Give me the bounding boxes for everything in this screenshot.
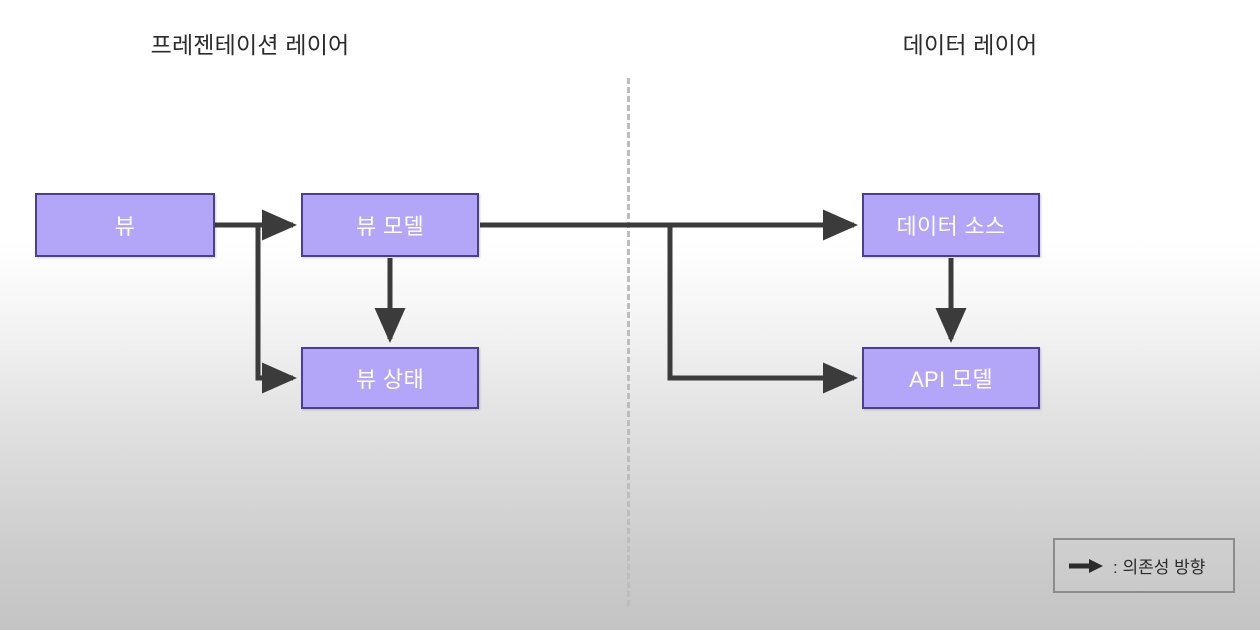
layer-divider-dashed-line [627, 78, 630, 606]
edge-viewmodel-to-apimodel [667, 225, 859, 394]
node-view[interactable]: 뷰 [35, 193, 215, 257]
node-data-source[interactable]: 데이터 소스 [862, 193, 1040, 257]
edge-view-to-viewstate [255, 225, 298, 394]
presentation-layer-title: 프레젠테이션 레이어 [150, 32, 350, 58]
node-view-model[interactable]: 뷰 모델 [301, 193, 479, 257]
legend-label: : 의존성 방향 [1113, 558, 1206, 577]
node-api-model[interactable]: API 모델 [862, 347, 1040, 409]
node-view-state[interactable]: 뷰 상태 [301, 347, 479, 409]
legend-box: : 의존성 방향 [1053, 538, 1235, 593]
data-layer-title: 데이터 레이어 [902, 32, 1038, 58]
arrow-right-icon [1069, 558, 1103, 573]
